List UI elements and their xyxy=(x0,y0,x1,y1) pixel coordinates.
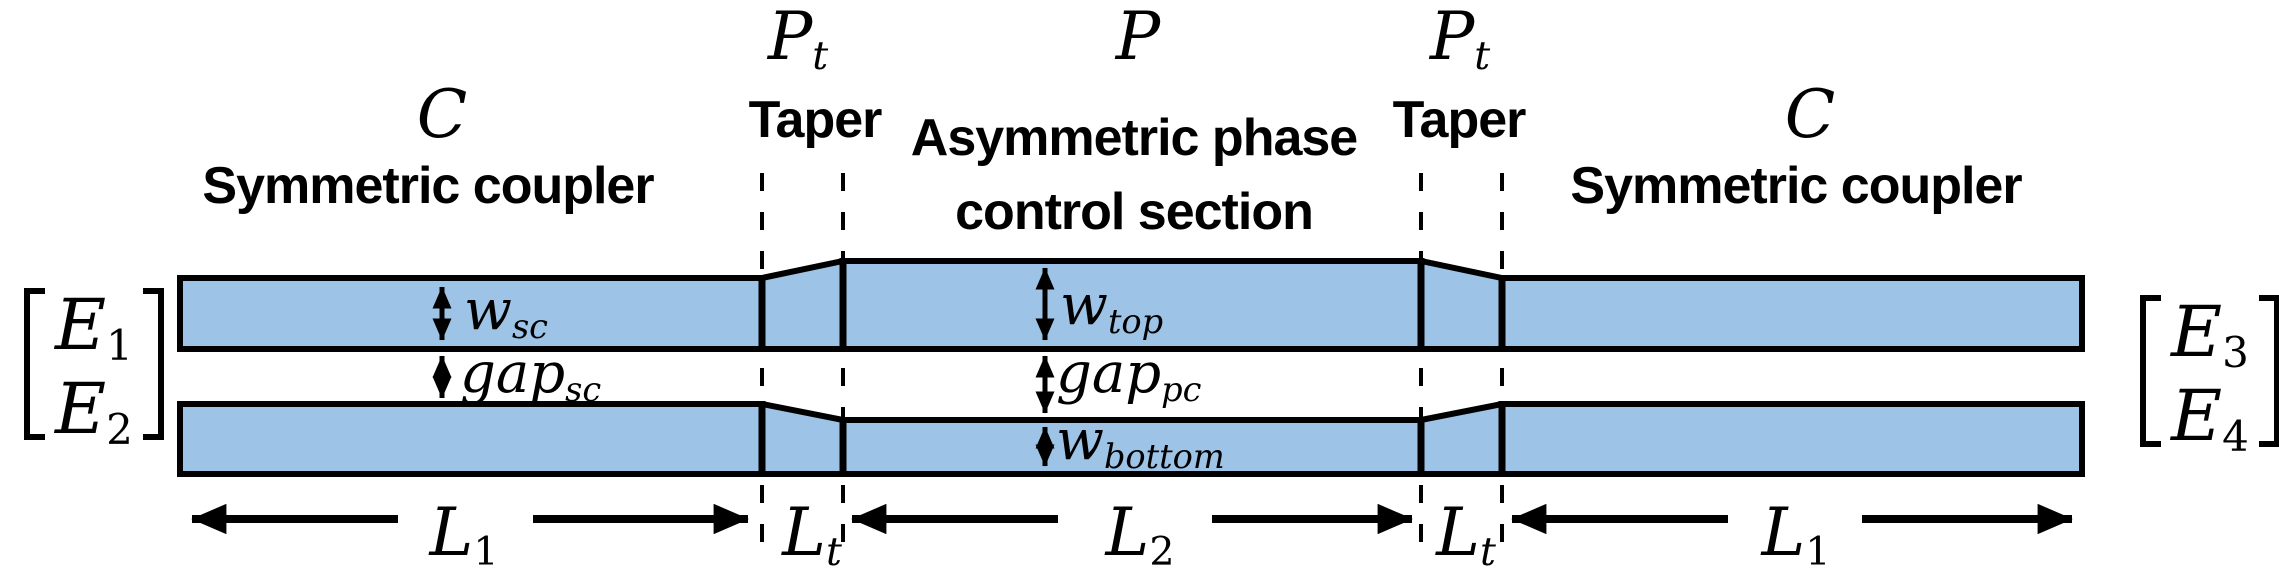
length-label-lt-left: Lt xyxy=(782,494,842,575)
dim-label-gap-sc: gapsc xyxy=(460,341,602,409)
phase-section-name-line1: Asymmetric phase xyxy=(910,109,1358,167)
left-bracket-close xyxy=(142,288,164,440)
right-bracket-close xyxy=(2258,295,2279,447)
dimension-arrows xyxy=(432,267,1055,467)
dim-label-gap-pc: gappc xyxy=(1056,341,1202,409)
dim-label-w-sc: wsc xyxy=(464,278,548,346)
input-field-vector: E1 E2 xyxy=(24,284,164,454)
taper-left-symbol: Pt xyxy=(767,0,829,80)
port-label-e3: E3 xyxy=(2171,291,2249,377)
port-label-e2: E2 xyxy=(55,368,133,454)
dim-label-w-bottom: wbottom xyxy=(1056,408,1225,476)
coupler-left-name: Symmetric coupler xyxy=(202,157,654,215)
phase-section-name: Asymmetric phase control section xyxy=(910,102,1358,250)
taper-boundary-lines xyxy=(758,258,1506,477)
port-label-e1: E1 xyxy=(55,284,133,370)
length-label-l2: L2 xyxy=(1105,494,1175,575)
coupler-right-symbol: C xyxy=(1784,76,1836,153)
output-field-vector: E3 E4 xyxy=(2140,291,2279,461)
port-label-e4: E4 xyxy=(2171,375,2249,461)
right-bracket-open xyxy=(2140,295,2161,447)
taper-right-name: Taper xyxy=(1392,91,1527,149)
length-label-l1-left: L1 xyxy=(429,494,499,575)
coupler-right-name: Symmetric coupler xyxy=(1570,157,2022,215)
phase-section-symbol: P xyxy=(1115,0,1161,75)
length-label-lt-right: Lt xyxy=(1436,494,1496,575)
left-bracket-open xyxy=(24,288,45,440)
length-label-l1-right: L1 xyxy=(1761,494,1831,575)
taper-right-symbol: Pt xyxy=(1429,0,1491,80)
phase-section-name-line2: control section xyxy=(955,182,1314,241)
section-boundary-dashed-lines xyxy=(760,173,1504,557)
dim-label-w-top: wtop xyxy=(1060,273,1164,341)
coupler-left-symbol: C xyxy=(416,76,468,153)
taper-left-name: Taper xyxy=(748,91,883,149)
